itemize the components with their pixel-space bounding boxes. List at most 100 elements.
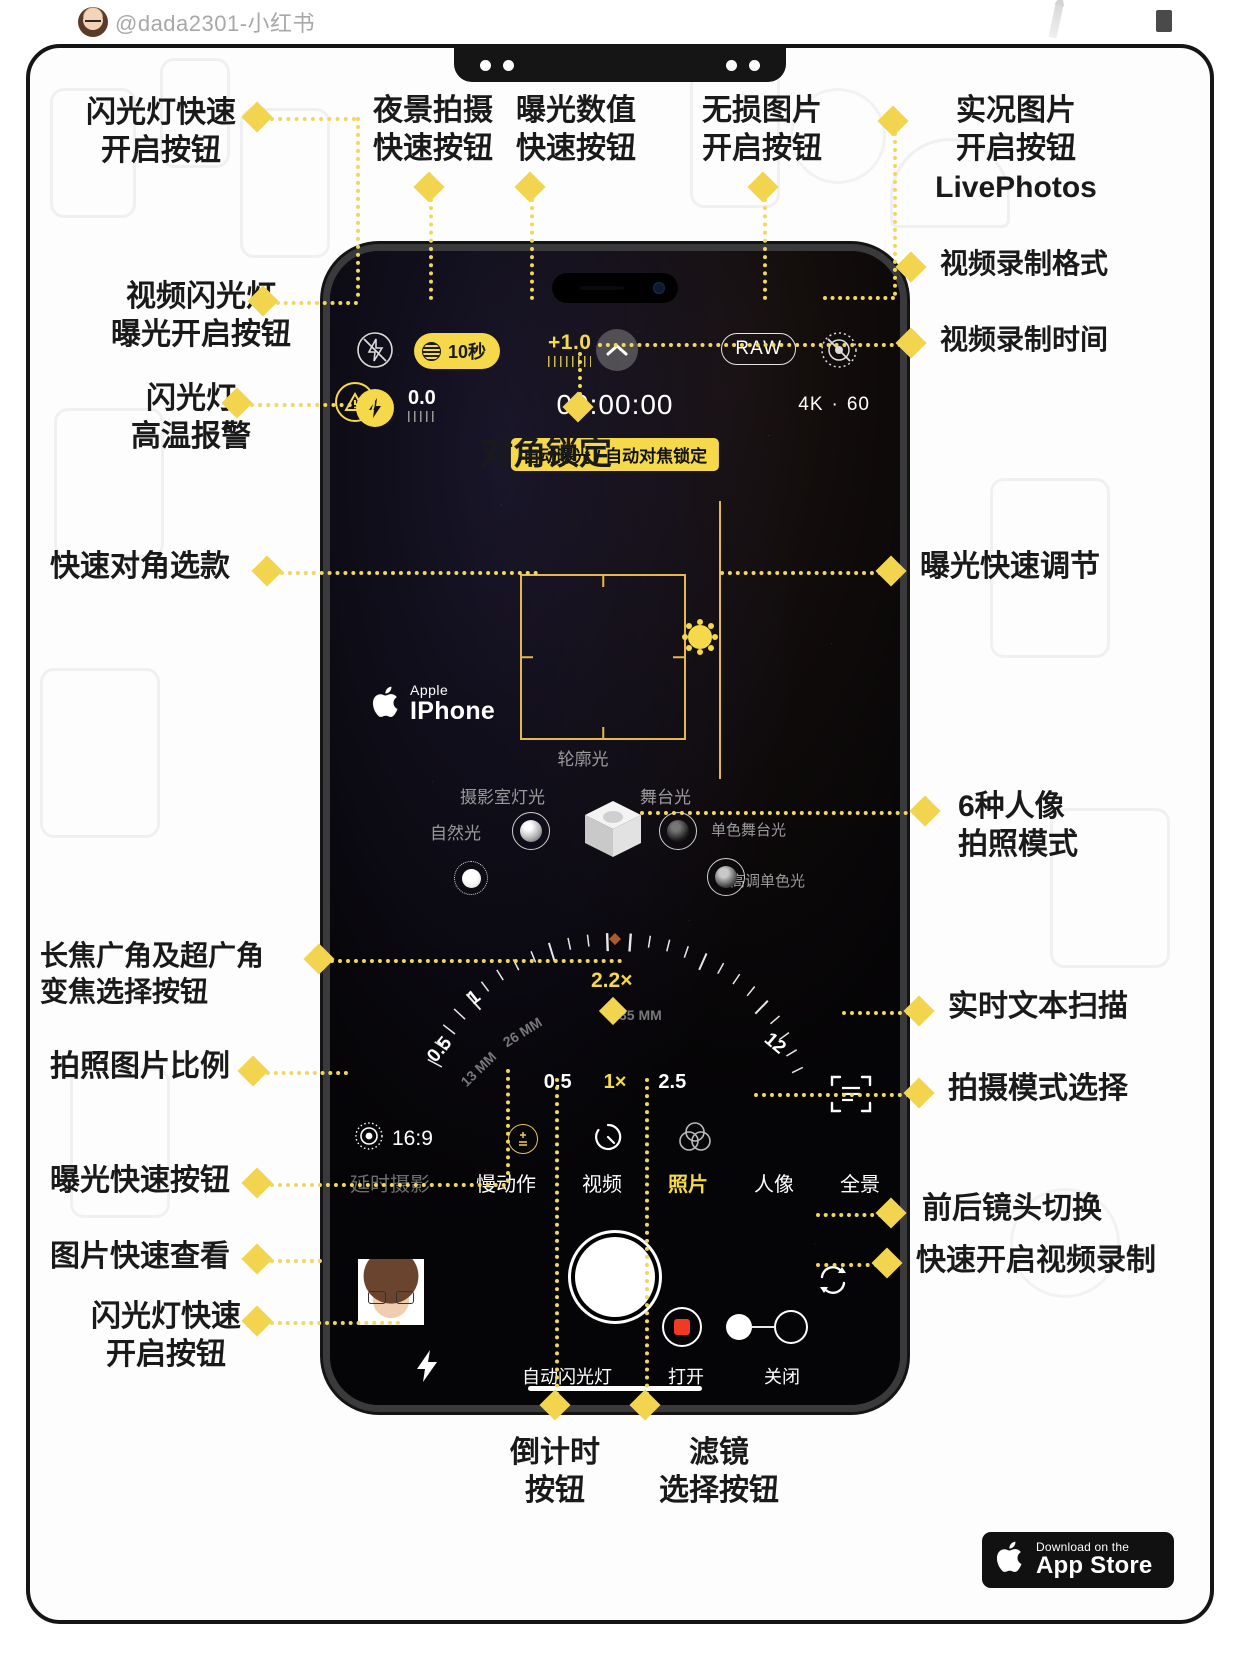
annotation-exposure-value-btn: 曝光数值 快速按钮 [516, 94, 636, 166]
exposure-slider-track[interactable] [719, 501, 721, 779]
camera-top-controls: 10秒 +1.0 RAW [330, 329, 900, 373]
handle-dots-left [480, 59, 514, 71]
camera-status-row: 0.0 00:00:00 4K · 60 [330, 387, 900, 429]
device-button-icon [1156, 10, 1172, 32]
annotation-live-text-scan: 实时文本扫描 [948, 990, 1128, 1023]
thumbnail-glasses-icon [368, 1291, 414, 1304]
photo-thumbnail-button[interactable] [358, 1259, 424, 1325]
watermark-shape [240, 108, 330, 258]
username-label: @dada2301-小红书 [115, 11, 316, 36]
annotation-leader [578, 352, 582, 396]
iphone-camera-mockup: 10秒 +1.0 RAW [323, 244, 907, 1412]
app-store-line1: Download on the [1036, 1540, 1130, 1554]
filters-icon[interactable] [678, 1120, 712, 1159]
app-store-badge[interactable]: Download on the App Store [982, 1532, 1174, 1588]
sun-exposure-icon[interactable] [688, 625, 712, 649]
volume-down-button[interactable] [323, 569, 324, 631]
flip-camera-icon[interactable] [814, 1261, 852, 1299]
lighting-label-stage-mono[interactable]: 单色舞台光 [711, 822, 787, 839]
record-button-icon[interactable] [662, 1307, 702, 1347]
lighting-label-natural[interactable]: 自然光 [430, 824, 481, 843]
annotation-photo-ratio: 拍照图片比例 [50, 1050, 230, 1083]
annotation-leader [356, 117, 360, 297]
annotation-lossless-photo: 无损图片 开启按钮 [702, 94, 822, 166]
exposure-compensation-icon[interactable] [508, 1124, 538, 1154]
flash-overheat-warning-icon[interactable] [335, 382, 375, 422]
exposure-ticks-icon [548, 356, 592, 367]
annotation-marker [251, 555, 283, 587]
lighting-dot-mono[interactable] [707, 858, 745, 896]
mode-pano[interactable]: 全景 [840, 1174, 880, 1196]
zoom-option-row[interactable]: 0.5 1× 2.5 [544, 1071, 686, 1094]
user-header: @dada2301-小红书 [78, 6, 315, 38]
annotation-leader [270, 1321, 400, 1325]
aspect-ratio-value: 16:9 [392, 1127, 433, 1150]
lighting-label-high-key-mono[interactable]: 高调单色光 [730, 873, 806, 890]
lighting-dot-natural[interactable] [454, 861, 488, 895]
window-handle-bar [454, 48, 786, 82]
handle-dot [749, 59, 760, 71]
video-format-group[interactable]: 4K · 60 [798, 394, 870, 416]
timer-pill-button[interactable]: 10秒 [414, 333, 501, 369]
watermark-shape [54, 408, 164, 558]
annotation-filter-select-btn: 滤镜 选择按钮 [659, 1436, 779, 1508]
flash-option-off[interactable]: 关闭 [764, 1367, 800, 1387]
timer-icon[interactable] [592, 1121, 624, 1158]
app-store-line2: App Store [1036, 1552, 1153, 1579]
watermark-shape [70, 1068, 170, 1218]
dial-current-zoom: 2.2× [591, 969, 633, 992]
record-toggle[interactable] [726, 1310, 808, 1344]
lighting-dot-stage[interactable] [659, 812, 697, 850]
zoom-option-2[interactable]: 2.5 [658, 1071, 687, 1093]
annotation-quick-diagonal: 快速对角选款 [50, 550, 230, 583]
apple-iphone-watermark: Apple IPhone [372, 683, 495, 724]
mode-photo[interactable]: 照片 [668, 1174, 708, 1196]
flash-option-auto[interactable]: 自动闪光灯 [522, 1367, 612, 1387]
watermark-shape [1050, 808, 1170, 968]
zoom-option-1[interactable]: 1× [603, 1071, 627, 1093]
mode-video[interactable]: 视频 [582, 1174, 622, 1196]
aspect-ratio-control[interactable]: 16:9 [354, 1121, 433, 1157]
annotation-leader [763, 198, 767, 300]
lighting-cube-icon[interactable] [581, 797, 645, 861]
focus-rectangle[interactable] [520, 574, 686, 740]
exposure-value-label: +1.0 [548, 331, 592, 354]
exposure-value-button[interactable]: +1.0 [548, 331, 592, 367]
annotation-leader [816, 1263, 878, 1267]
live-photo-off-icon[interactable] [820, 331, 858, 374]
zoom-dial[interactable]: 1 0.5 12 26 MM 13 MM 35 MM 2.2× [405, 909, 825, 1099]
annotation-video-time: 视频录制时间 [940, 324, 1109, 355]
watermark-shape [160, 58, 230, 168]
toggle-knob [726, 1314, 752, 1340]
mode-slowmo[interactable]: 慢动作 [476, 1174, 536, 1196]
annotation-leader [266, 1071, 348, 1075]
camera-mode-selector[interactable]: 延时摄影 慢动作 视频 照片 人像 全景 [330, 1168, 900, 1197]
mode-portrait[interactable]: 人像 [754, 1174, 794, 1196]
annotation-leader [823, 296, 895, 300]
watermark-shape [790, 88, 886, 184]
mute-switch-icon[interactable] [323, 427, 324, 461]
watermark-shape [1010, 1188, 1120, 1298]
flash-off-icon[interactable] [356, 331, 394, 374]
aspect-ratio-icon[interactable] [354, 1121, 384, 1157]
app-store-text: Download on the App Store [1036, 1540, 1152, 1580]
toggle-outline [774, 1310, 808, 1344]
flash-option-on[interactable]: 打开 [668, 1367, 704, 1387]
dynamic-island [552, 273, 678, 303]
chevron-up-icon[interactable] [596, 329, 638, 371]
volume-up-button[interactable] [323, 491, 324, 553]
user-avatar-icon [78, 7, 108, 37]
annotation-flash-quick-bottom: 闪光灯快速 开启按钮 [91, 1300, 241, 1372]
flash-bolt-icon[interactable] [414, 1349, 440, 1391]
annotation-leader [645, 1078, 649, 1396]
shutter-button[interactable] [575, 1237, 655, 1317]
annotation-diagonal-lock: 对角锁定 [480, 434, 612, 471]
annotation-video-flash-exposure: 视频闪光灯 曝光开启按钮 [111, 280, 291, 352]
lighting-label-studio[interactable]: 摄影室灯光 [460, 788, 545, 807]
lighting-label-contour[interactable]: 轮廓光 [557, 750, 609, 769]
raw-toggle-button[interactable]: RAW [721, 333, 796, 365]
lighting-label-stage[interactable]: 舞台光 [640, 788, 691, 807]
camera-viewfinder[interactable]: 10秒 +1.0 RAW [330, 251, 900, 1405]
lighting-dot-studio[interactable] [512, 812, 550, 850]
annotation-video-format: 视频录制格式 [940, 248, 1109, 279]
